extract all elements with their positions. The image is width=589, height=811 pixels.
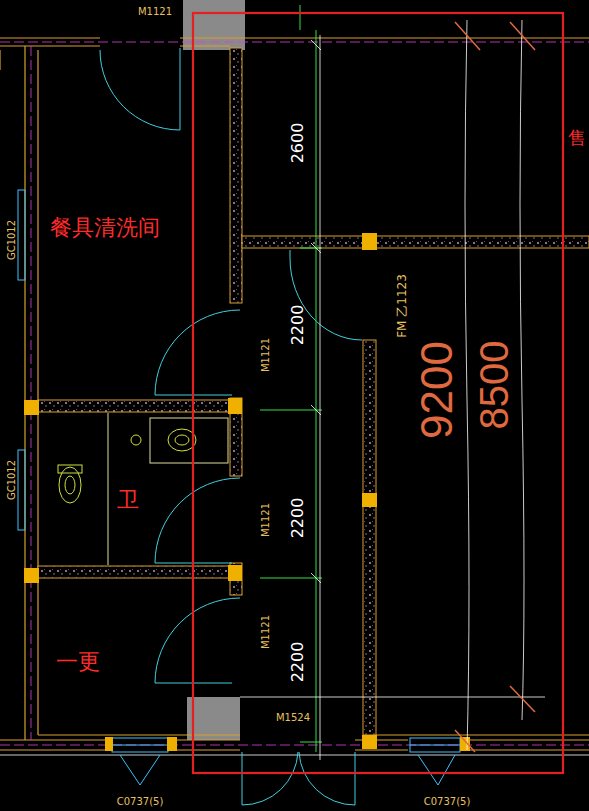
tag-label: GC1012: [7, 460, 17, 500]
tag-label: M1121: [261, 503, 271, 537]
room-area: 餐具清洗间: [40, 48, 230, 398]
room-area: 一更: [40, 580, 230, 735]
room-name: 卫: [117, 489, 139, 511]
tag-label: M1121: [261, 338, 271, 372]
tag-label: GC1012: [7, 220, 17, 260]
tag-label: M1121: [138, 7, 172, 17]
tag-label: M1524: [276, 713, 310, 723]
tag-label: C0737(5): [424, 797, 471, 807]
dimension-text: 2600: [290, 123, 306, 164]
tag-label: FM 乙1123: [396, 274, 408, 338]
room-area: 卫: [40, 414, 230, 564]
dimension-text: 2200: [290, 305, 306, 346]
dimension-text: 9200: [415, 341, 459, 439]
tag-label: C0737(5): [117, 797, 164, 807]
dimension-text: 2200: [290, 498, 306, 539]
room-name: 一更: [56, 651, 100, 673]
tag-label: M1121: [261, 615, 271, 649]
room-name: 餐具清洗间: [50, 217, 160, 239]
dimension-text: 8500: [474, 341, 514, 430]
dimension-text: 2200: [290, 642, 306, 683]
tag-label: 售: [568, 129, 586, 147]
